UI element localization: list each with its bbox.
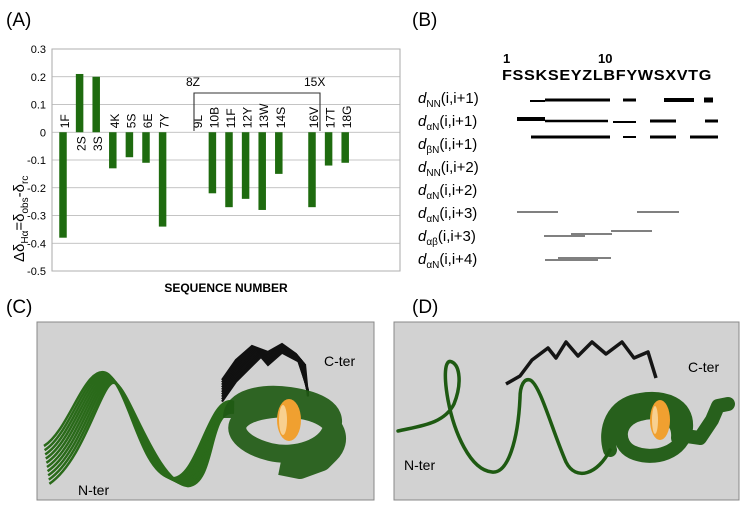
bar-14S xyxy=(275,132,283,174)
bar-13W xyxy=(258,132,266,210)
helix-c xyxy=(223,385,346,479)
y-tick-label: 0 xyxy=(40,127,46,139)
n-terminus-label-c: N-ter xyxy=(78,482,109,498)
bar-16V xyxy=(308,132,316,208)
helix-c-inner-highlight xyxy=(279,405,287,435)
noe-label-dbn-i1: dβN(i,i+1) xyxy=(418,136,477,156)
peptide-sequence: FSSKSEYZLBFYWSXVTG xyxy=(502,67,712,84)
bracket-start-label: 8Z xyxy=(186,75,200,89)
backbone-d xyxy=(396,359,612,475)
structure-ensemble-panel: C-ter N-ter xyxy=(36,321,375,501)
bar-10B xyxy=(208,132,217,194)
noe-label-dan-i4: dαN(i,i+4) xyxy=(418,251,477,271)
bar-label-10B: 10B xyxy=(207,107,221,128)
bar-11F xyxy=(225,132,233,208)
bar-18G xyxy=(341,132,349,163)
linker-strand xyxy=(221,351,310,403)
y-axis-sub-rc: rc xyxy=(20,176,31,184)
noe-label-dab-i3: dαβ(i,i+3) xyxy=(418,228,476,248)
linker-d xyxy=(505,340,658,386)
bracket-end-label: 15X xyxy=(304,75,325,89)
noe-row-labels: dNN(i,i+1) dαN(i,i+1) dβN(i,i+1) dNN(i,i… xyxy=(418,90,479,271)
bar-label-14S: 14S xyxy=(274,107,288,128)
bar-label-5S: 5S xyxy=(124,114,138,129)
bar-5S xyxy=(125,132,134,158)
backbone-ensemble xyxy=(43,370,235,488)
noe-label-dan-i3: dαN(i,i+3) xyxy=(418,205,477,225)
bars xyxy=(59,73,349,238)
bar-label-3S: 3S xyxy=(91,136,105,151)
bar-label-11F: 11F xyxy=(224,108,238,128)
bar-label-7Y: 7Y xyxy=(158,114,172,129)
bar-6E xyxy=(142,132,150,163)
y-axis-eq: =δ xyxy=(11,214,28,231)
bar-label-1F: 1F xyxy=(58,114,72,128)
y-axis-sub-obs: obs xyxy=(20,197,31,213)
c-terminus-label-d: C-ter xyxy=(688,359,719,375)
helix-d-inner-highlight xyxy=(652,406,658,434)
y-tick-label: -0.3 xyxy=(27,211,46,223)
n-terminus-label-d: N-ter xyxy=(404,457,435,473)
y-tick-label: 0.2 xyxy=(31,72,46,84)
bar-1F xyxy=(59,132,67,238)
bar-4K xyxy=(109,132,117,169)
panel-label-c: (C) xyxy=(6,297,32,318)
noe-label-dan-i2: dαN(i,i+2) xyxy=(418,182,477,202)
bar-3S xyxy=(92,76,100,133)
bar-12Y xyxy=(241,132,250,199)
backbone-strand xyxy=(48,381,235,488)
bar-label-16V: 16V xyxy=(307,107,321,128)
bar-label-6E: 6E xyxy=(141,114,155,129)
linker-ensemble xyxy=(221,342,310,403)
bar-label-12Y: 12Y xyxy=(241,107,255,128)
y-tick-labels: 0.3 0.2 0.1 0 -0.1 -0.2 -0.3 -0.4 -0.5 xyxy=(27,44,46,278)
bar-17T xyxy=(324,132,333,166)
linker-bracket xyxy=(193,92,321,131)
bar-label-4K: 4K xyxy=(108,114,122,129)
y-tick-label: 0.3 xyxy=(31,44,46,56)
noe-label-dan-i1: dαN(i,i+1) xyxy=(418,113,477,133)
y-tick-label: -0.2 xyxy=(27,183,46,195)
noe-connectivity-bars xyxy=(517,97,718,261)
y-axis-minus: -δ xyxy=(11,184,28,197)
y-tick-label: -0.1 xyxy=(27,155,46,167)
structure-single-panel: C-ter N-ter xyxy=(393,321,740,501)
panel-label-b: (B) xyxy=(412,10,437,31)
bar-7Y xyxy=(158,132,167,227)
y-tick-label: 0.1 xyxy=(31,100,46,112)
y-axis-title: ΔδHα=δobs-δrc xyxy=(11,176,31,262)
y-tick-label: -0.4 xyxy=(27,238,46,250)
bar-label-17T: 17T xyxy=(324,107,338,128)
c-terminus-label-c: C-ter xyxy=(324,353,355,369)
y-tick-label: -0.5 xyxy=(27,266,46,278)
noe-label-dnn-i2: dNN(i,i+2) xyxy=(418,159,479,179)
sequence-number-10: 10 xyxy=(598,51,612,66)
sequence-number-1: 1 xyxy=(503,51,510,66)
noe-label-dnn-i1: dNN(i,i+1) xyxy=(418,90,479,110)
bar-label-9L: 9L xyxy=(191,115,205,129)
bar-2S xyxy=(75,73,84,133)
panel-label-a: (A) xyxy=(6,10,31,31)
bar-label-13W: 13W xyxy=(257,103,271,128)
y-axis-delta: Δδ xyxy=(11,244,28,262)
panel-label-d: (D) xyxy=(412,297,438,318)
bar-label-2S: 2S xyxy=(75,136,89,151)
x-axis-title: SEQUENCE NUMBER xyxy=(164,281,288,295)
y-axis-sub-h: Hα xyxy=(20,230,31,243)
bar-label-18G: 18G xyxy=(340,106,354,129)
